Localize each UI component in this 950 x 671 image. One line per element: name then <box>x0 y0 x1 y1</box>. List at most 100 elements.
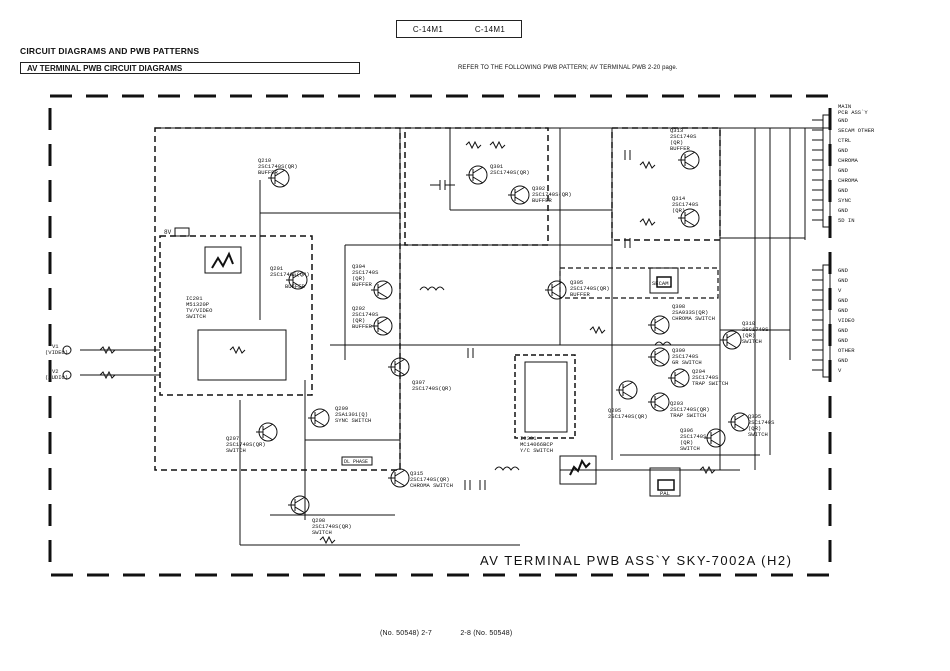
svg-text:SWITCH: SWITCH <box>742 338 762 345</box>
svg-text:Q313: Q313 <box>670 127 683 134</box>
svg-text:2SC1740S(QR): 2SC1740S(QR) <box>226 441 266 448</box>
svg-text:(QR): (QR) <box>742 332 755 339</box>
svg-text:TRAP SWITCH: TRAP SWITCH <box>692 380 728 387</box>
waveform-box-4 <box>649 467 681 497</box>
svg-text:DL PHASE: DL PHASE <box>344 459 368 465</box>
svg-text:2SC1740S(QR): 2SC1740S(QR) <box>608 413 648 420</box>
refer-note: REFER TO THE FOLLOWING PWB PATTERN; AV T… <box>458 65 678 71</box>
svg-text:2SC1740S: 2SC1740S <box>352 311 379 318</box>
svg-text:(QR): (QR) <box>748 425 761 432</box>
svg-text:BUFFER: BUFFER <box>532 197 553 204</box>
svg-text:Q204: Q204 <box>692 368 706 375</box>
transistor-q301 <box>466 165 488 185</box>
transistor-q306 <box>704 428 726 448</box>
transistor-q305 <box>545 280 567 300</box>
transistor-q203 <box>648 392 670 412</box>
svg-text:Q307: Q307 <box>412 379 425 386</box>
svg-text:2SC1740S(QR): 2SC1740S(QR) <box>412 385 452 392</box>
shield-ic201 <box>159 235 313 396</box>
svg-text:GND: GND <box>838 267 849 274</box>
svg-text:(QR): (QR) <box>680 439 693 446</box>
svg-text:8V: 8V <box>164 229 172 236</box>
shield-right-top <box>611 127 721 241</box>
footer-left-ref: (No. 50548) 2-7 <box>380 630 433 637</box>
waveform-box-1 <box>204 246 242 274</box>
svg-text:TV/VIDEO: TV/VIDEO <box>186 307 213 314</box>
svg-text:CHROMA: CHROMA <box>838 157 859 164</box>
transistor-q315 <box>388 468 410 488</box>
transistor-q310 <box>720 330 742 350</box>
svg-text:Q304: Q304 <box>352 263 366 270</box>
page-footer: (No. 50548) 2-7 2-8 (No. 50548) <box>380 630 512 637</box>
svg-text:GND: GND <box>838 117 849 124</box>
model-header-box: C-14M1 C-14M1 <box>396 20 522 38</box>
svg-text:PCB ASS`Y: PCB ASS`Y <box>838 109 868 116</box>
svg-text:CHROMA SWITCH: CHROMA SWITCH <box>410 482 453 489</box>
svg-text:Y/C SWITCH: Y/C SWITCH <box>520 447 553 454</box>
svg-text:SECAM OTHER: SECAM OTHER <box>838 127 875 134</box>
svg-text:IC201: IC201 <box>186 295 203 302</box>
transistor-q207 <box>256 422 278 442</box>
svg-text:SWITCH: SWITCH <box>312 529 332 536</box>
svg-text:2SC1740S: 2SC1740S <box>748 419 775 426</box>
footer-right-ref: 2-8 (No. 50548) <box>460 630 513 637</box>
transistor-q210 <box>268 168 290 188</box>
svg-text:(QR): (QR) <box>352 275 365 282</box>
svg-text:2SC1740S: 2SC1740S <box>692 374 719 381</box>
svg-text:SYNC SWITCH: SYNC SWITCH <box>335 417 371 424</box>
svg-text:Q208: Q208 <box>312 517 325 524</box>
svg-text:V2: V2 <box>52 368 59 375</box>
svg-text:SWITCH: SWITCH <box>186 313 206 320</box>
svg-text:IC301: IC301 <box>520 435 537 442</box>
svg-text:Q305: Q305 <box>570 279 583 286</box>
svg-text:5D IN: 5D IN <box>838 217 855 224</box>
svg-text:SWITCH: SWITCH <box>680 445 700 452</box>
svg-text:MAIN: MAIN <box>838 103 851 110</box>
svg-text:BUFFER: BUFFER <box>670 145 691 152</box>
svg-text:Q205: Q205 <box>608 407 621 414</box>
svg-text:2SC1740S(QR): 2SC1740S(QR) <box>410 476 450 483</box>
waveform-box-3 <box>559 455 597 485</box>
main-pcb-connector-bottom <box>822 264 831 378</box>
main-pcb-connector-top <box>822 114 831 228</box>
svg-text:GND: GND <box>838 207 849 214</box>
ic301-body <box>524 361 568 433</box>
board-border <box>48 94 832 577</box>
svg-text:2SC1740S(QR): 2SC1740S(QR) <box>490 169 530 176</box>
svg-text:Q209: Q209 <box>335 405 348 412</box>
subtitle-box: AV TERMINAL PWB CIRCUIT DIAGRAMS <box>20 62 360 74</box>
svg-text:Q305: Q305 <box>748 413 761 420</box>
svg-text:(QR): (QR) <box>672 207 685 214</box>
svg-text:PAL: PAL <box>660 490 670 497</box>
board-assembly-label: AV TERMINAL PWB ASS`Y SKY-7002A (H2) <box>480 553 792 568</box>
svg-text:SYNC: SYNC <box>838 197 852 204</box>
transistor-q309 <box>648 347 670 367</box>
svg-text:(AUDIO): (AUDIO) <box>45 374 68 381</box>
svg-text:Q315: Q315 <box>410 470 423 477</box>
svg-text:(VIDEO): (VIDEO) <box>45 349 68 356</box>
svg-text:2SC1740S(QR): 2SC1740S(QR) <box>532 191 572 198</box>
transistor-q304 <box>371 280 393 300</box>
svg-text:2SA933S(QR): 2SA933S(QR) <box>672 309 708 316</box>
svg-text:GND: GND <box>838 307 849 314</box>
waveform-box-2 <box>649 267 679 294</box>
svg-text:TRAP SWITCH: TRAP SWITCH <box>670 412 706 419</box>
svg-text:VIDEO: VIDEO <box>838 317 855 324</box>
svg-text:CHROMA: CHROMA <box>838 177 859 184</box>
svg-text:SWITCH: SWITCH <box>748 431 768 438</box>
shield-ic301 <box>514 354 576 439</box>
transistor-q305b <box>728 412 750 432</box>
svg-text:2SC1740S: 2SC1740S <box>672 353 699 360</box>
svg-text:2SC1740S(QR): 2SC1740S(QR) <box>312 523 352 530</box>
svg-text:BUFFER: BUFFER <box>352 281 373 288</box>
svg-text:Q210: Q210 <box>258 157 271 164</box>
svg-text:2SC1740S(QR): 2SC1740S(QR) <box>270 271 310 278</box>
svg-text:CHROMA SWITCH: CHROMA SWITCH <box>672 315 715 322</box>
svg-text:GND: GND <box>838 277 849 284</box>
svg-text:2SC1740S: 2SC1740S <box>670 133 697 140</box>
svg-text:CTRL: CTRL <box>838 137 851 144</box>
svg-text:Q302: Q302 <box>532 185 545 192</box>
svg-text:GND: GND <box>838 327 849 334</box>
svg-text:V: V <box>838 367 842 374</box>
